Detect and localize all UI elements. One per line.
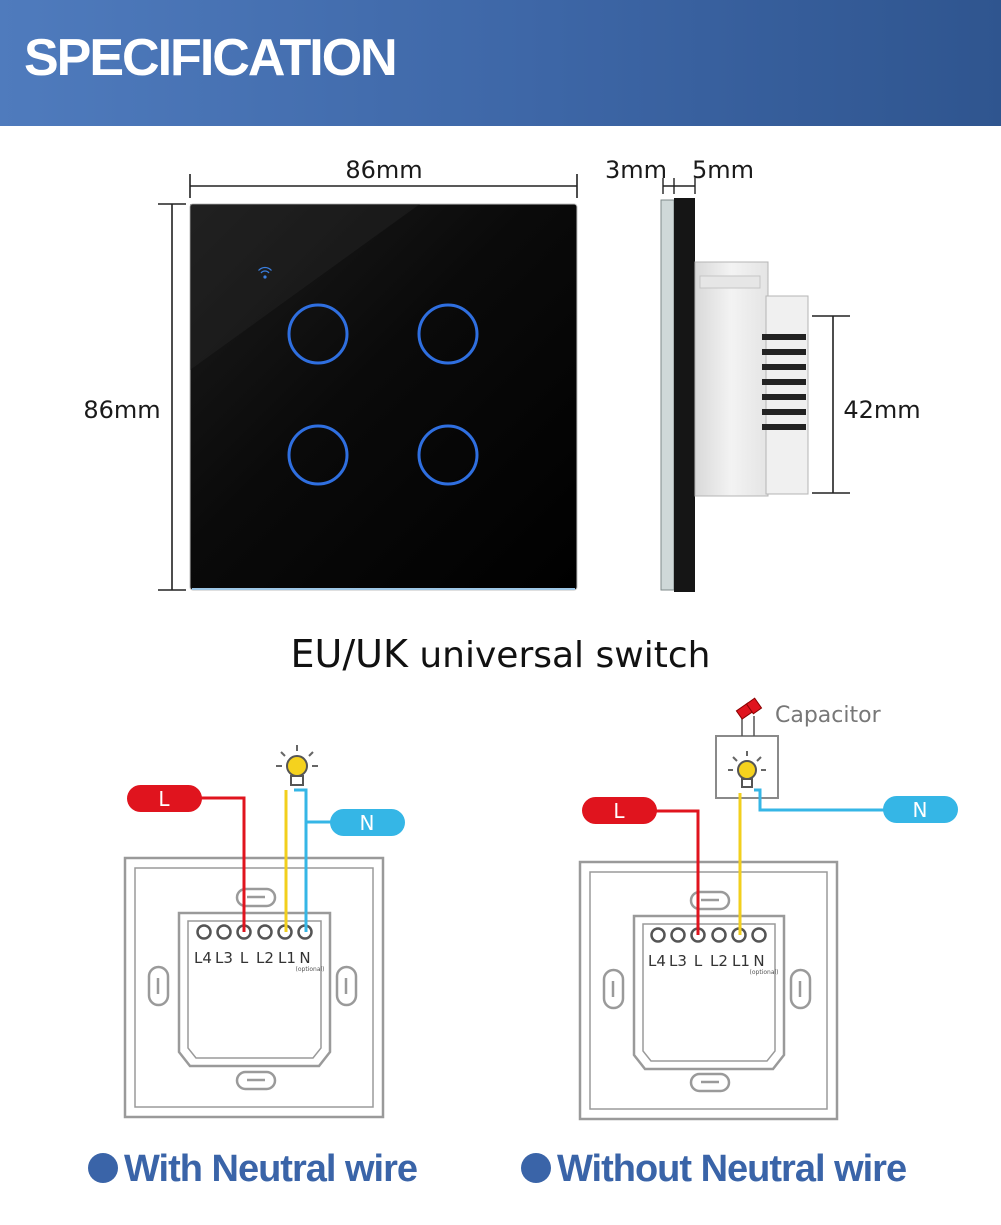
bullet-dot-icon (88, 1153, 118, 1183)
terminal-label-n: N (299, 949, 310, 967)
back-plate (123, 856, 385, 1119)
live-tag (127, 785, 202, 812)
neutral-wire (754, 788, 886, 812)
terminal-label-l: L (694, 952, 703, 970)
terminal-label-l1: L1 (278, 949, 296, 967)
live-tag (582, 797, 657, 824)
wifi-icon (258, 266, 272, 279)
page-title: SPECIFICATION (24, 29, 398, 87)
depth-dimension-line (812, 315, 850, 494)
terminal-label-l2: L2 (256, 949, 274, 967)
terminal-label-l1: L1 (732, 952, 750, 970)
caption-with-neutral: With Neutral wire (88, 1148, 418, 1191)
touch-button-1[interactable] (287, 303, 349, 365)
terminal-block (196, 924, 313, 940)
live-wire (200, 796, 246, 932)
wiring-with-neutral: L4 L3 L L2 L1 N (optional) L N (123, 745, 405, 1119)
bulb-icon (728, 751, 766, 788)
neutral-tag-label: N (360, 811, 375, 835)
frame-thickness-label: 5mm (692, 156, 754, 184)
terminal-label-l3: L3 (215, 949, 233, 967)
front-panel (189, 203, 578, 591)
caption-without-neutral-text: Without Neutral wire (557, 1148, 907, 1190)
terminal-block (650, 927, 767, 943)
capacitor-icon (735, 697, 763, 736)
neutral-wire (294, 788, 332, 824)
header-banner: SPECIFICATION (0, 0, 1001, 126)
back-plate (578, 860, 839, 1121)
bulb-icon (276, 745, 318, 786)
subtitle-rest: universal switch (407, 635, 711, 676)
product-subtitle: EU/UK universal switch (0, 632, 1001, 676)
terminal-label-n: N (753, 952, 764, 970)
live-tag-label: L (613, 799, 625, 823)
width-dimension-line (189, 174, 578, 198)
thickness-dimension-line (662, 178, 696, 194)
touch-button-4[interactable] (417, 424, 479, 486)
terminal-label-l2: L2 (710, 952, 728, 970)
glass-thickness-label: 3mm (605, 156, 667, 184)
touch-button-2[interactable] (417, 303, 479, 365)
wiring-without-neutral: L4 L3 L L2 L1 N (optional) Capacitor (578, 697, 958, 1121)
live-tag-label: L (158, 787, 170, 811)
depth-label: 42mm (843, 396, 920, 424)
bullet-dot-icon (521, 1153, 551, 1183)
terminal-label-l3: L3 (669, 952, 687, 970)
terminal-label-l4: L4 (648, 952, 666, 970)
optional-note: (optional) (296, 966, 325, 973)
capacitor-label: Capacitor (775, 703, 882, 728)
caption-without-neutral: Without Neutral wire (521, 1148, 907, 1191)
terminal-label-l4: L4 (194, 949, 212, 967)
neutral-tag (330, 809, 405, 836)
neutral-tag (883, 796, 958, 823)
width-label: 86mm (345, 156, 422, 184)
live-wire (655, 809, 700, 935)
side-view (660, 198, 809, 592)
neutral-tag-label: N (913, 798, 928, 822)
subtitle-strong: EU/UK (290, 632, 408, 676)
height-label: 86mm (83, 396, 160, 424)
height-dimension-line (158, 203, 186, 591)
optional-note: (optional) (750, 969, 779, 976)
touch-button-3[interactable] (287, 424, 349, 486)
terminal-label-l: L (240, 949, 249, 967)
caption-with-neutral-text: With Neutral wire (124, 1148, 418, 1190)
